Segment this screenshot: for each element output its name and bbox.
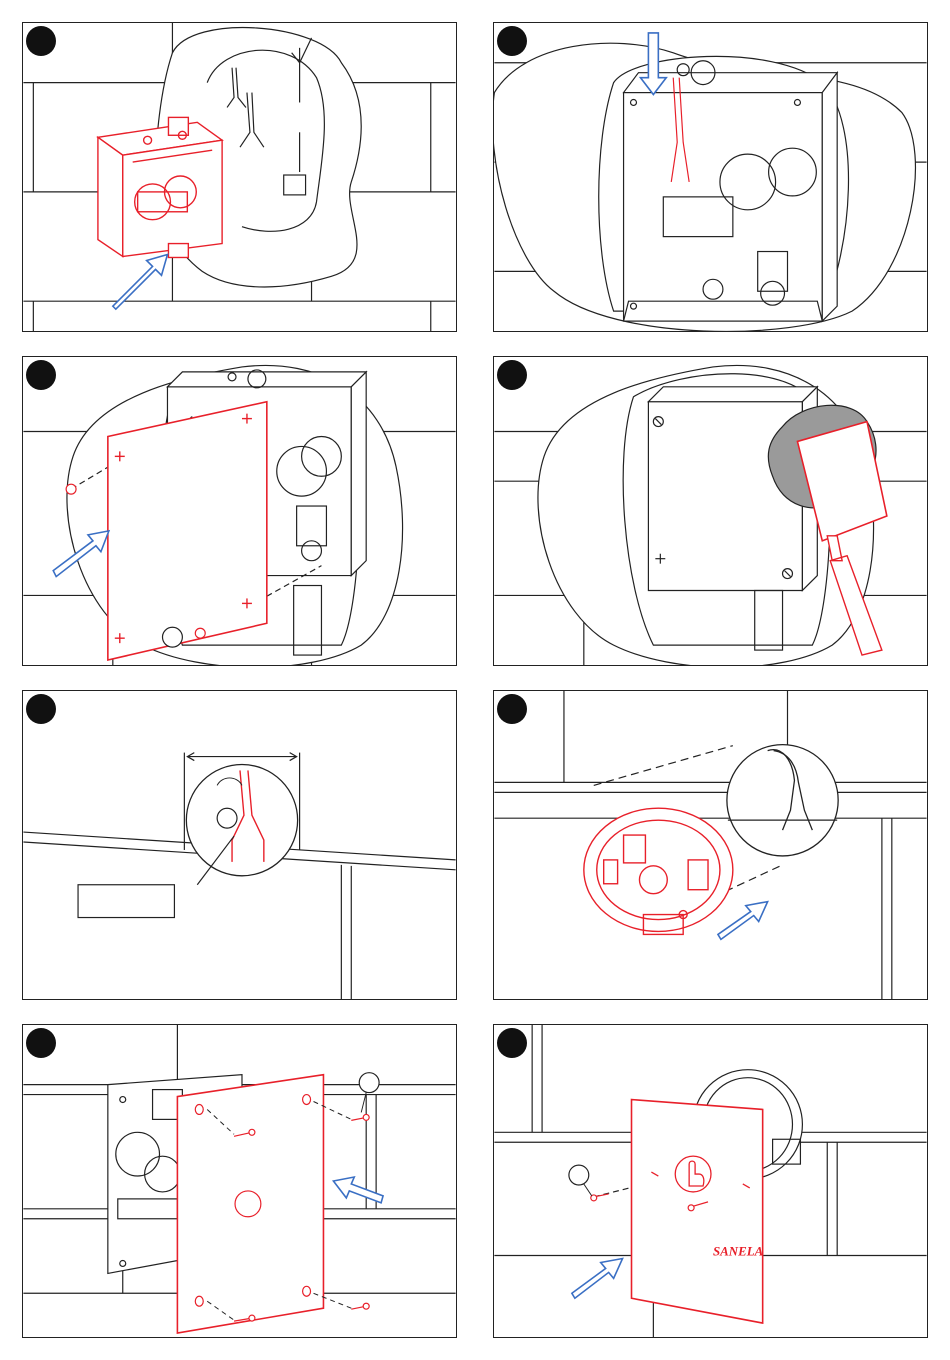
- step-panel-3: [22, 356, 457, 666]
- step-number-1: [26, 26, 56, 56]
- step-1-illustration: [23, 23, 456, 331]
- step-2-illustration: [494, 23, 927, 331]
- wire-detail-circle: [727, 745, 838, 856]
- callout-circle-icon: [163, 627, 183, 647]
- label-box: [78, 885, 174, 918]
- cover-plate: [108, 402, 267, 660]
- step-5-illustration: [23, 691, 456, 999]
- step-number-8: [497, 1028, 527, 1058]
- step-number-7: [26, 1028, 56, 1058]
- mounting-plate: [177, 1075, 323, 1333]
- step-3-illustration: [23, 357, 456, 665]
- arrow-icon: [718, 902, 768, 940]
- brand-logo: SANELA: [713, 1244, 764, 1259]
- step-panel-6: [493, 690, 928, 1000]
- sensor-cover-plate: [632, 1100, 763, 1324]
- step-panel-1: [22, 22, 457, 332]
- step-number-3: [26, 360, 56, 390]
- step-6-illustration: [494, 691, 927, 999]
- step-7-illustration: [23, 1025, 456, 1337]
- step-number-6: [497, 694, 527, 724]
- step-number-2: [497, 26, 527, 56]
- callout-circle-icon: [217, 808, 237, 828]
- step-panel-4: [493, 356, 928, 666]
- arrow-icon: [572, 1259, 623, 1299]
- step-number-4: [497, 360, 527, 390]
- step-panel-2: [493, 22, 928, 332]
- step-4-illustration: [494, 357, 927, 665]
- step-number-5: [26, 694, 56, 724]
- junction-box: [584, 808, 733, 934]
- step-panel-8: SANELA: [493, 1024, 928, 1338]
- callout-circle-icon: [569, 1165, 589, 1185]
- callout-circle-icon: [359, 1073, 379, 1093]
- step-8-illustration: SANELA: [494, 1025, 927, 1337]
- step-panel-5: [22, 690, 457, 1000]
- step-panel-7: [22, 1024, 457, 1338]
